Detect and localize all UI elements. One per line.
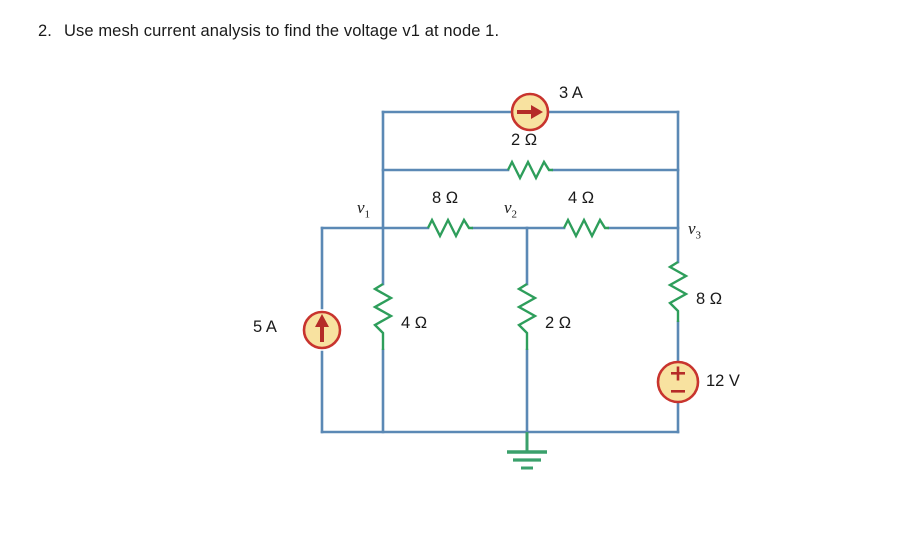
resistor-2ohm-vertical-zigzag bbox=[516, 282, 538, 350]
label-5a: 5 A bbox=[253, 318, 277, 336]
resistor-2ohm-top-zigzag bbox=[506, 159, 553, 181]
current-source-5a[interactable] bbox=[302, 310, 342, 350]
node-label-v3: v3 bbox=[688, 219, 702, 242]
label-12v: 12 V bbox=[706, 372, 740, 390]
current-source-3a[interactable] bbox=[510, 92, 550, 132]
label-8ohm-left: 8 Ω bbox=[432, 189, 459, 207]
label-3a: 3 A bbox=[559, 84, 583, 102]
question-body: Use mesh current analysis to find the vo… bbox=[64, 22, 500, 40]
resistor-4ohm-vertical-zigzag bbox=[372, 282, 394, 350]
question-number: 2. bbox=[38, 22, 52, 40]
voltage-source-12v-body[interactable] bbox=[656, 360, 700, 404]
arrow-right-icon bbox=[517, 105, 543, 119]
node-label-v1: v1 bbox=[357, 198, 371, 221]
label-2ohm-vertical: 2 Ω bbox=[545, 314, 572, 332]
arrow-up-icon bbox=[315, 314, 329, 342]
voltage-source-12v[interactable] bbox=[656, 360, 700, 404]
label-2ohm-top: 2 Ω bbox=[511, 131, 538, 149]
label-8ohm-vertical: 8 Ω bbox=[696, 290, 723, 308]
ground-symbol bbox=[507, 432, 547, 470]
question-text: 2. Use mesh current analysis to find the … bbox=[38, 22, 499, 41]
label-4ohm-vertical: 4 Ω bbox=[401, 314, 428, 332]
plus-minus-icon bbox=[671, 366, 685, 393]
resistors bbox=[372, 159, 689, 350]
wires bbox=[320, 110, 680, 447]
label-4ohm-right: 4 Ω bbox=[568, 189, 595, 207]
resistor-8ohm-vertical-zigzag bbox=[667, 260, 689, 322]
node-label-v2: v2 bbox=[504, 198, 518, 221]
resistor-4ohm-right-zigzag bbox=[562, 217, 609, 239]
resistor-8ohm-left-zigzag bbox=[426, 217, 473, 239]
